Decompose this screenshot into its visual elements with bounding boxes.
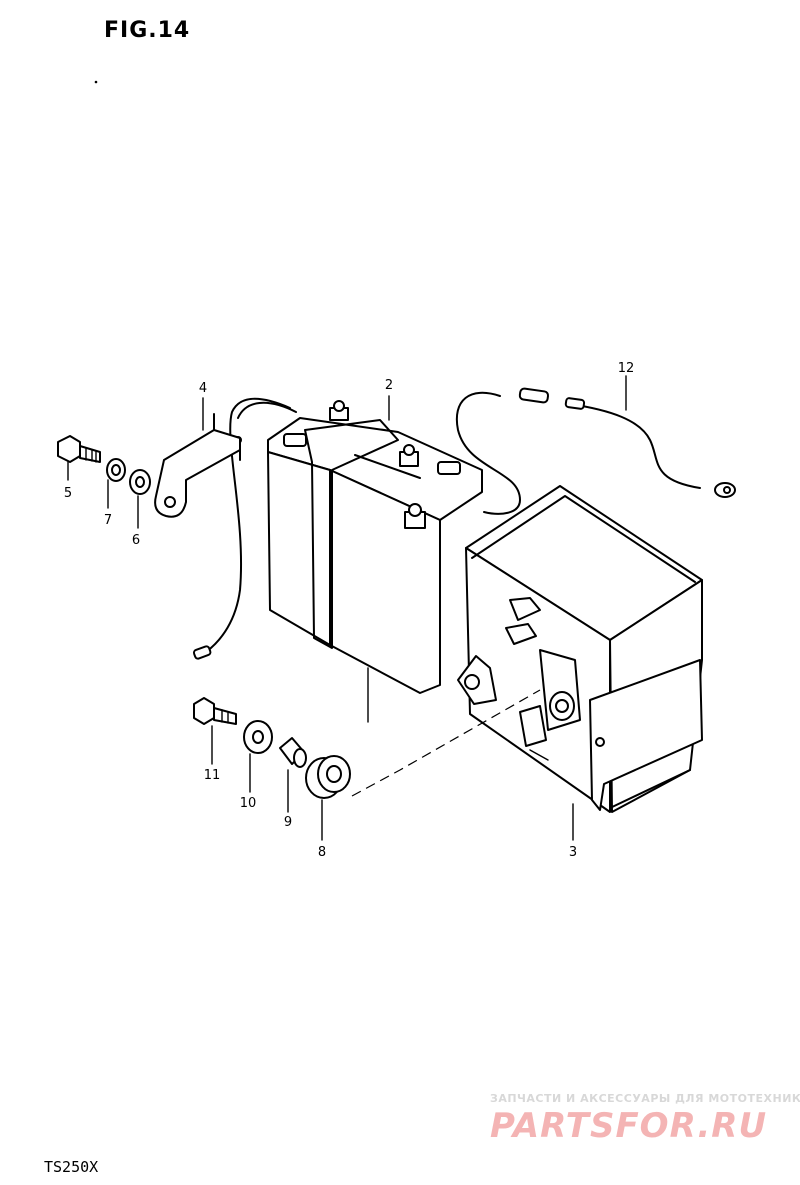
callout-3: 3 [569, 845, 577, 860]
watermark-tagline: ЗАПЧАСТИ И АКСЕССУАРЫ ДЛЯ МОТОТЕХНИКИ [490, 1092, 800, 1105]
callout-8: 8 [318, 845, 326, 860]
callout-7: 7 [104, 513, 112, 528]
callout-6: 6 [132, 533, 140, 548]
lead-wire-part-12 [455, 387, 736, 515]
bolt-part-11 [193, 697, 237, 725]
callout-10: 10 [240, 796, 257, 811]
collar-part-9 [279, 737, 307, 768]
leader-lines [67, 375, 627, 841]
washer-part-10 [243, 720, 273, 754]
callout-2: 2 [385, 378, 393, 393]
grommet-part-8 [305, 755, 351, 799]
battery-case-part-3 [457, 485, 703, 813]
watermark-brand: PARTSFOR.RU [490, 1106, 768, 1146]
model-code: TS250X [44, 1158, 99, 1176]
assembly-line [351, 689, 541, 797]
bolt-part-5 [57, 435, 101, 463]
battery-part-2 [267, 400, 483, 723]
callout-4: 4 [199, 381, 207, 396]
washer-part-6 [129, 469, 151, 495]
callout-5: 5 [64, 486, 72, 501]
bracket-part-4 [154, 413, 241, 518]
lock-washer-part-7 [106, 458, 126, 482]
stray-dot [94, 80, 98, 84]
callout-9: 9 [284, 815, 292, 830]
callout-12: 12 [618, 361, 635, 376]
figure-title: FIG.14 [104, 18, 191, 43]
callout-11: 11 [204, 768, 221, 783]
